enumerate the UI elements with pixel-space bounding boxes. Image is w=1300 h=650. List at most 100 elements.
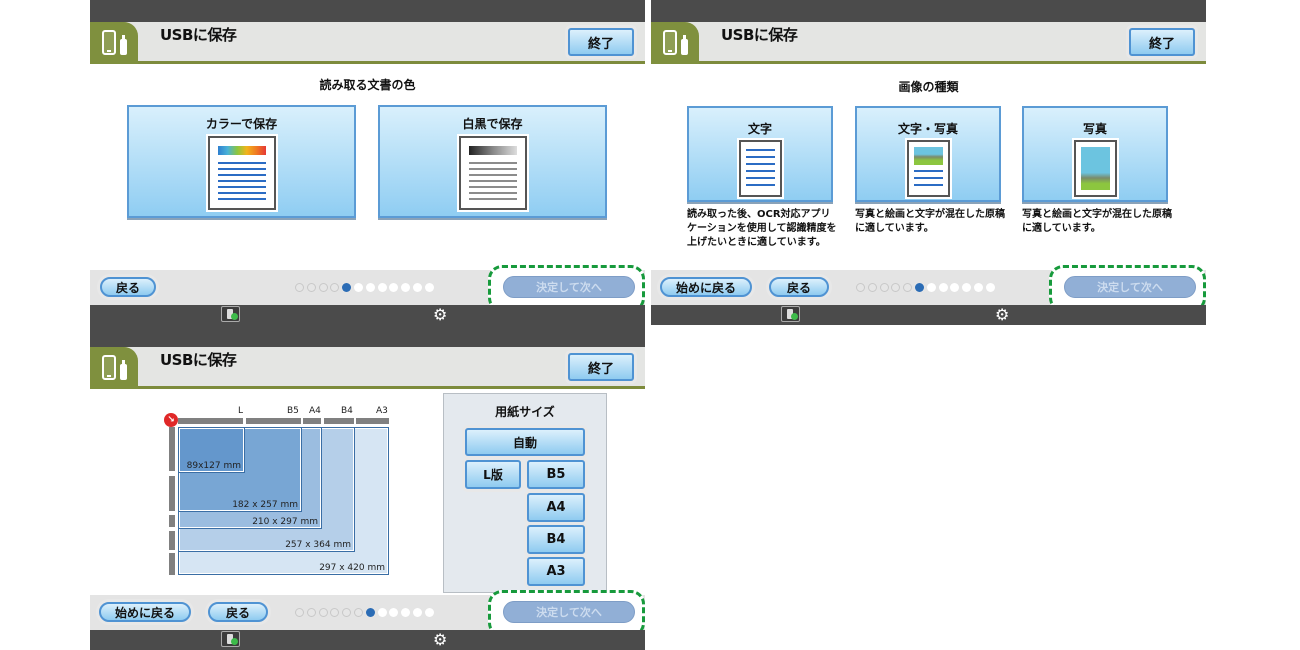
usb-stick-icon: [120, 35, 127, 55]
page-dot: [295, 283, 304, 292]
next-button[interactable]: 決定して次へ: [1064, 276, 1196, 298]
color-save-card[interactable]: カラーで保存: [127, 105, 356, 218]
page-dot: [295, 608, 304, 617]
paper-l: 89x127 mm: [178, 427, 245, 473]
page-dot: [306, 283, 316, 292]
page-dot: [330, 283, 340, 292]
usb-status-icon[interactable]: [221, 306, 240, 322]
page-dot: [867, 283, 877, 292]
size-a4-button[interactable]: A4: [527, 493, 585, 522]
title-bar: [651, 22, 1206, 64]
page-dot: [926, 283, 936, 292]
page-dot: [879, 283, 889, 292]
text-photo-type-card[interactable]: 文字・写真: [855, 106, 1001, 202]
page-dot-active: [365, 608, 375, 617]
monochrome-document-icon: [457, 134, 529, 212]
start-over-button[interactable]: 始めに戻る: [660, 277, 752, 297]
panel-image-type: USBに保存 終了 画像の種類 文字 文字・写真 写真 読み取った後、OCR対応…: [651, 0, 1206, 325]
back-button[interactable]: 戻る: [100, 277, 156, 297]
start-over-button[interactable]: 始めに戻る: [99, 602, 191, 622]
text-type-card[interactable]: 文字: [687, 106, 833, 202]
app-icon-tab: [651, 22, 699, 64]
mixed-document-icon: [905, 138, 952, 199]
photo-document-icon: [1072, 138, 1119, 199]
paper-size-diagram: ↘ L B5 A4 B4 A3 297 x 420 mm 257 x 364 m…: [90, 325, 490, 595]
usb-status-icon[interactable]: [781, 306, 800, 322]
panel-color-select: USBに保存 終了 読み取る文書の色 カラーで保存 白黒で保存 戻る 決定して次…: [90, 0, 645, 325]
gear-icon[interactable]: ⚙: [433, 630, 448, 649]
page-dot: [306, 608, 316, 617]
app-icon-tab: [90, 22, 138, 64]
page-dot: [962, 283, 972, 292]
phone-icon: [663, 30, 677, 55]
page-dot-active: [915, 283, 924, 292]
arrow-down-right-icon: ↘: [164, 413, 178, 427]
card-label: 写真: [1082, 122, 1107, 136]
size-b4-button[interactable]: B4: [527, 525, 585, 554]
usb-stick-icon: [681, 35, 688, 55]
usb-stick-icon: [120, 360, 127, 380]
gear-icon[interactable]: ⚙: [433, 305, 448, 324]
card-label: カラーで保存: [205, 117, 278, 131]
footer-bar: [90, 305, 645, 325]
page-title: USBに保存: [160, 26, 237, 44]
footer-bar: [90, 630, 645, 650]
page-dot: [389, 608, 399, 617]
exit-button[interactable]: 終了: [568, 353, 634, 381]
page-dot: [950, 283, 960, 292]
page-dot: [424, 608, 434, 617]
ruler-label-a3: A3: [376, 406, 388, 416]
exit-button[interactable]: 終了: [568, 28, 634, 56]
landscape-image-icon: [1081, 147, 1110, 190]
size-auto-button[interactable]: 自動: [465, 428, 585, 456]
page-dot: [985, 283, 995, 292]
status-bar: [90, 325, 645, 347]
title-bar: [90, 22, 645, 64]
page-dot: [413, 608, 422, 617]
card-label: 文字・写真: [897, 122, 958, 136]
exit-button[interactable]: 終了: [1129, 28, 1195, 56]
page-dot: [401, 608, 411, 617]
page-dot: [354, 283, 363, 292]
card-description: 読み取った後、OCR対応アプリケーションを使用して認識精度を上げたいときに適して…: [687, 209, 837, 248]
page-dot: [377, 608, 387, 617]
paper-size-title: 用紙サイズ: [495, 405, 555, 419]
page-dot: [903, 283, 913, 292]
page-dot: [318, 283, 328, 292]
dimension-label: 210 x 297 mm: [252, 517, 318, 527]
usb-status-icon[interactable]: [221, 631, 240, 647]
panel-paper-size: USBに保存 終了 ↘ L B5 A4 B4 A3 297 x 420 mm 2…: [90, 325, 645, 650]
page-title: USBに保存: [721, 26, 798, 44]
photo-type-card[interactable]: 写真: [1022, 106, 1168, 202]
app-icon-tab: [90, 347, 138, 389]
next-button[interactable]: 決定して次へ: [503, 601, 635, 623]
page-dot: [974, 283, 983, 292]
monochrome-save-card[interactable]: 白黒で保存: [378, 105, 607, 218]
phone-icon: [102, 355, 116, 380]
ruler-label-b5: B5: [287, 406, 299, 416]
size-l-button[interactable]: L版: [465, 460, 521, 489]
page-dot: [891, 283, 901, 292]
landscape-image-icon: [914, 147, 943, 165]
page-dot: [413, 283, 422, 292]
footer-bar: [651, 305, 1206, 325]
page-title: USBに保存: [160, 351, 237, 369]
gear-icon[interactable]: ⚙: [995, 305, 1010, 324]
page-dot: [318, 608, 328, 617]
size-b5-button[interactable]: B5: [527, 460, 585, 489]
card-label: 文字: [747, 122, 772, 136]
phone-icon: [102, 30, 116, 55]
dimension-label: 182 x 257 mm: [232, 500, 298, 510]
back-button[interactable]: 戻る: [769, 277, 829, 297]
next-button[interactable]: 決定して次へ: [503, 276, 635, 298]
section-heading: 画像の種類: [898, 80, 959, 94]
size-a3-button[interactable]: A3: [527, 557, 585, 586]
text-document-icon: [737, 138, 784, 199]
status-bar: [651, 0, 1206, 22]
card-label: 白黒で保存: [462, 117, 523, 131]
dimension-label: 257 x 364 mm: [285, 540, 351, 550]
page-dot: [342, 608, 352, 617]
section-heading: 読み取る文書の色: [319, 78, 416, 92]
page-dot: [856, 283, 865, 292]
back-button[interactable]: 戻る: [208, 602, 268, 622]
